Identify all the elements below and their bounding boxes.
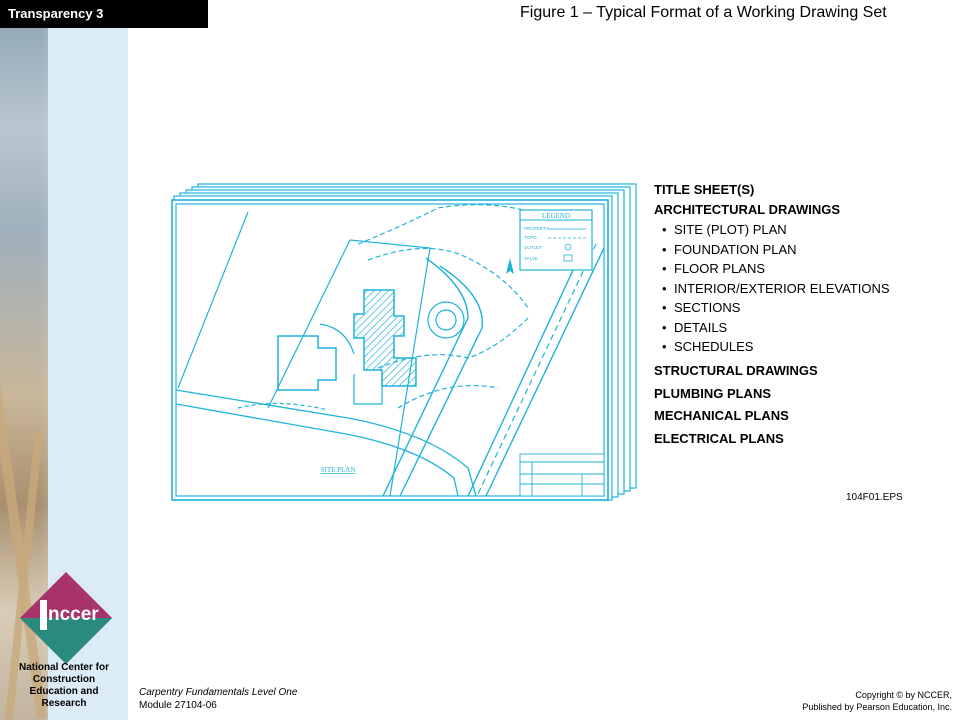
logo-bar [40, 600, 47, 630]
road-edge [467, 237, 589, 497]
property-line [267, 239, 351, 409]
driveway-edge [175, 403, 459, 497]
road-centerline [476, 243, 597, 497]
road-edge [382, 257, 469, 497]
legend-item: VALVE [524, 256, 538, 261]
copyright-line: Published by Pearson Education, Inc. [802, 702, 952, 712]
patio [353, 374, 383, 405]
list-item: DETAILS [662, 318, 944, 338]
list-item: INTERIOR/EXTERIOR ELEVATIONS [662, 279, 944, 299]
legend-item: OUTLET [524, 245, 542, 250]
house-footprint [277, 335, 337, 391]
list-item: SITE (PLOT) PLAN [662, 220, 944, 240]
file-code: 104F01.EPS [846, 492, 903, 503]
list-heading-title-sheets: TITLE SHEET(S) [654, 182, 755, 197]
plan-label: SITE PLAN [321, 466, 356, 474]
legend-item: PROPERTY [524, 226, 549, 231]
list-heading-plumbing: PLUMBING PLANS [654, 385, 771, 401]
list-item: FLOOR PLANS [662, 259, 944, 279]
drawing-set-list: TITLE SHEET(S) ARCHITECTURAL DRAWINGS SI… [654, 180, 944, 449]
list-heading-architectural: ARCHITECTURAL DRAWINGS [654, 202, 841, 217]
hatched-building [353, 289, 417, 387]
transparency-label: Transparency 3 [0, 0, 208, 28]
property-line [177, 211, 249, 389]
legend-title: LEGEND [542, 212, 570, 220]
list-item: SECTIONS [662, 298, 944, 318]
north-arrow-icon [506, 258, 514, 274]
site-plan-drawing: LEGEND PROPERTY TOPO OUTLET VALVE SITE P… [171, 183, 637, 501]
walkway [319, 323, 355, 355]
list-item: FOUNDATION PLAN [662, 240, 944, 260]
legend-box: LEGEND PROPERTY TOPO OUTLET VALVE [519, 209, 593, 271]
logo-text: nccer [48, 604, 99, 625]
cul-de-sac [427, 301, 465, 339]
copyright: Copyright © by NCCER, Published by Pears… [802, 689, 952, 713]
list-heading-mechanical: MECHANICAL PLANS [654, 407, 789, 423]
module-number: Module 27104-06 [139, 700, 217, 711]
nccer-logo: nccer [20, 572, 112, 664]
list-heading-structural: STRUCTURAL DRAWINGS [654, 362, 818, 378]
topo-line [357, 204, 549, 245]
road-edge [399, 265, 483, 497]
driveway-edge [175, 389, 477, 497]
course-name: Carpentry Fundamentals Level One [139, 687, 298, 698]
list-item: SCHEDULES [662, 337, 944, 357]
sidebar-decoration [0, 0, 128, 720]
topo-line [397, 384, 499, 409]
title-block [519, 453, 605, 497]
property-line [349, 239, 431, 497]
cul-de-sac-island [435, 309, 457, 331]
architectural-items: SITE (PLOT) PLAN FOUNDATION PLAN FLOOR P… [654, 220, 944, 357]
org-name: National Center for Construction Educati… [18, 662, 109, 709]
topo-line [367, 247, 529, 309]
road-edge [485, 247, 605, 497]
legend-item: TOPO [524, 235, 537, 240]
topo-line [237, 402, 329, 411]
page-title: Figure 1 – Typical Format of a Working D… [520, 4, 887, 21]
list-heading-electrical: ELECTRICAL PLANS [654, 430, 784, 446]
copyright-line: Copyright © by NCCER, [855, 690, 952, 700]
